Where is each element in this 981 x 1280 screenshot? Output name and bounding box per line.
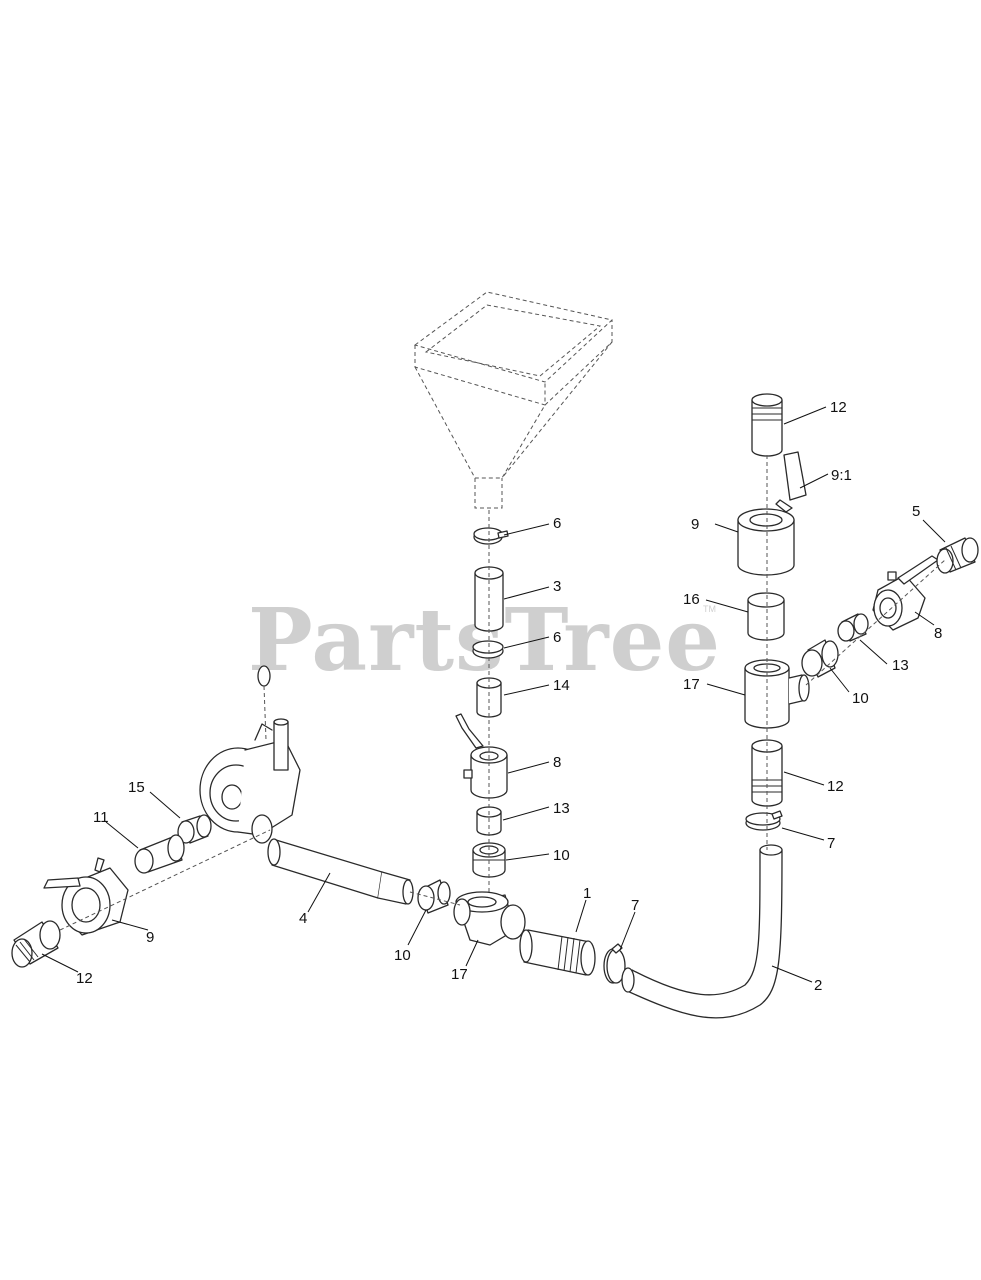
callout-12-left: 12 [76, 970, 93, 987]
callout-10-bottom: 10 [394, 947, 411, 964]
callout-12-right: 12 [827, 778, 844, 795]
fitting-13-right[interactable] [837, 613, 869, 642]
tee-17-right[interactable] [744, 659, 810, 729]
watermark-tm: TM [703, 604, 716, 614]
callout-11: 11 [93, 809, 109, 826]
fitting-14[interactable] [476, 677, 502, 718]
clamp-7-right[interactable] [745, 810, 783, 831]
callout-7-bottom: 7 [631, 897, 639, 914]
nipple-11[interactable] [134, 834, 185, 874]
tee-17-bottom[interactable] [453, 891, 526, 946]
callout-12-top: 12 [830, 399, 847, 416]
callout-4: 4 [299, 910, 307, 927]
right-branch-axis-line [805, 559, 946, 686]
hose-2[interactable] [621, 844, 783, 1019]
clamp-6-lower[interactable] [472, 640, 504, 659]
callout-1: 1 [583, 885, 591, 902]
callout-13-right: 13 [892, 657, 909, 674]
callout-3: 3 [553, 578, 561, 595]
fitting-13-center[interactable] [476, 806, 502, 836]
fitting-15[interactable] [177, 814, 212, 844]
callout-6-lower: 6 [553, 629, 561, 646]
callout-2: 2 [814, 977, 822, 994]
nipple-10-bottom[interactable] [417, 879, 451, 914]
fitting-16[interactable] [747, 592, 785, 641]
callout-8-right: 8 [934, 625, 942, 642]
pump[interactable] [199, 665, 301, 844]
callout-17-bottom: 17 [451, 966, 468, 983]
callout-10-center: 10 [553, 847, 570, 864]
bottom-axis-line [409, 891, 461, 906]
callout-14: 14 [553, 677, 570, 694]
callout-6-upper: 6 [553, 515, 561, 532]
callout-10-right: 10 [852, 690, 869, 707]
nipple-5[interactable] [936, 537, 979, 574]
valve-9-right[interactable] [737, 451, 807, 576]
nipple-10-right[interactable] [801, 639, 839, 678]
callout-9-right: 9 [691, 516, 699, 533]
callout-5: 5 [912, 503, 920, 520]
valve-8-center[interactable] [455, 713, 508, 799]
nipple-1[interactable] [519, 929, 596, 976]
left-axis-line [59, 829, 271, 931]
pipe-4[interactable] [267, 838, 414, 905]
valve-8-right[interactable] [872, 555, 939, 631]
leader-lines [41, 406, 946, 983]
callout-9-left: 9 [146, 929, 154, 946]
callout-13-center: 13 [553, 800, 570, 817]
nipple-12-left[interactable] [11, 920, 61, 968]
valve-9-left[interactable] [43, 857, 129, 936]
clamp-7-bottom[interactable] [603, 943, 626, 984]
callouts: 12 9:1 9 5 6 3 16 6 8 14 17 13 10 8 12 1… [76, 399, 942, 994]
clamp-6-upper[interactable] [473, 527, 509, 545]
callout-16: 16 [683, 591, 700, 608]
nipple-12-top[interactable] [751, 393, 783, 457]
callout-7-right: 7 [827, 835, 835, 852]
callout-9-1: 9:1 [831, 467, 852, 484]
callout-17-right: 17 [683, 676, 700, 693]
callout-8-center: 8 [553, 754, 561, 771]
callout-15: 15 [128, 779, 145, 796]
hopper[interactable] [413, 291, 614, 509]
